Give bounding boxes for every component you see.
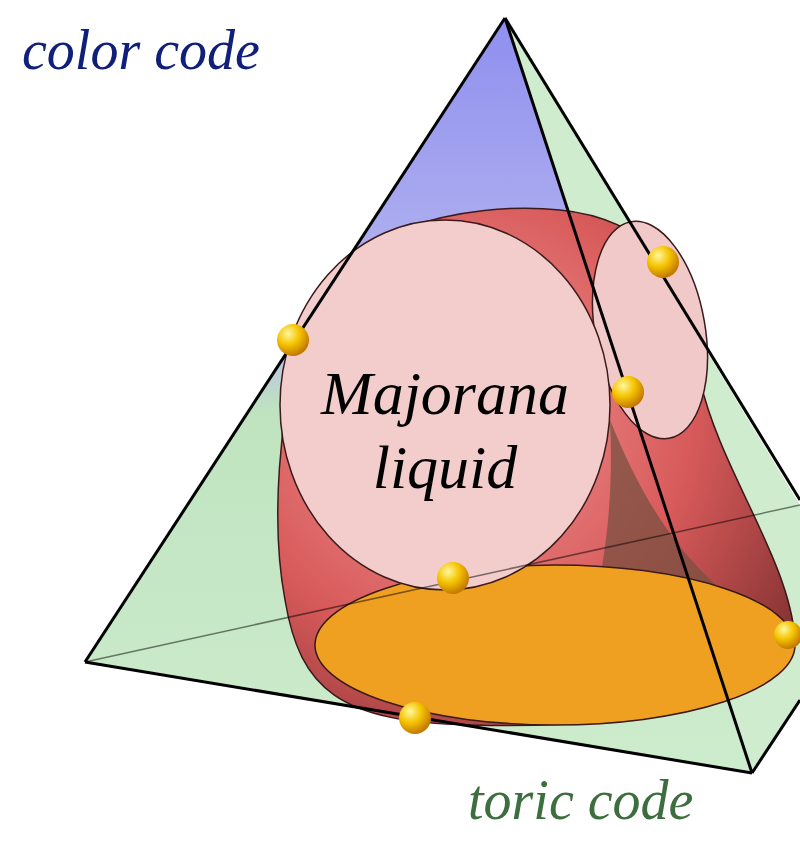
touch-points bbox=[277, 246, 800, 734]
pink-patch bbox=[280, 220, 610, 590]
region-node: Majorana liquid bbox=[280, 356, 610, 505]
phase-label: toric code bbox=[468, 768, 693, 832]
tetrahedron-edges bbox=[85, 18, 800, 773]
phase-label: color code bbox=[22, 18, 260, 82]
majorana-surface bbox=[278, 208, 795, 725]
orange-patch bbox=[315, 565, 795, 725]
region-label: Majorana liquid bbox=[280, 356, 610, 505]
